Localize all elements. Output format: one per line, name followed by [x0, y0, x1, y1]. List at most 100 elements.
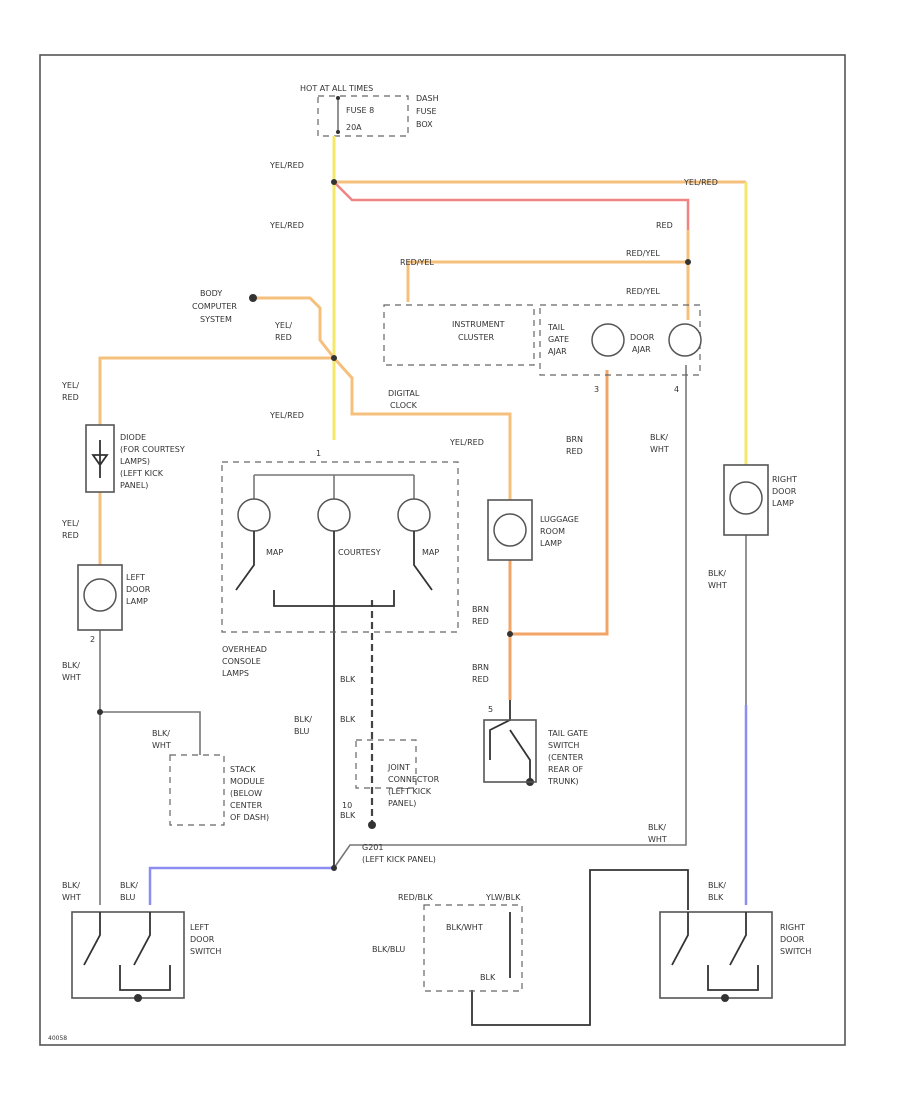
- svg-text:TAIL: TAIL: [547, 323, 565, 332]
- label-yel-red-stack-1b: RED: [275, 333, 292, 342]
- svg-text:SWITCH: SWITCH: [548, 741, 579, 750]
- label-red-yel-1: RED/YEL: [400, 258, 434, 267]
- center-connector-box: RED/BLK YLW/BLK BLK/WHT BLK/BLU BLK: [372, 893, 523, 992]
- svg-text:LUGGAGE: LUGGAGE: [540, 515, 579, 524]
- wire-red: [333, 181, 690, 230]
- svg-text:LEFT: LEFT: [190, 923, 209, 932]
- dash-fuse-box: HOT AT ALL TIMES FUSE 8 20A DASH FUSE BO…: [300, 84, 439, 137]
- label-brn-red-2b: RED: [472, 617, 489, 626]
- label-blk-blu-1a: BLK/: [294, 715, 312, 724]
- courtesy-lamp: [317, 498, 351, 532]
- label-blk-blu-2a: BLK/: [120, 881, 138, 890]
- label-blk-blk-b: BLK: [708, 893, 724, 902]
- label-brn-red-3b: RED: [472, 675, 489, 684]
- wire-body-computer: [253, 296, 336, 359]
- overhead-console-lamps: MAP COURTESY MAP OVERHEAD CONSOLE LAMPS: [221, 461, 459, 678]
- pin-3: 3: [594, 385, 599, 394]
- wire-red-yel: [406, 260, 688, 302]
- label-blk-wht-1b: WHT: [650, 445, 669, 454]
- svg-text:(FOR COURTESY: (FOR COURTESY: [120, 445, 185, 454]
- pin-1: 1: [316, 449, 321, 458]
- svg-text:LAMPS: LAMPS: [222, 669, 249, 678]
- label-brn-red-1a: BRN: [566, 435, 583, 444]
- svg-text:DOOR: DOOR: [126, 585, 151, 594]
- body-computer-system: BODY COMPUTER SYSTEM: [192, 289, 237, 324]
- left-door-switch: LEFT DOOR SWITCH: [71, 911, 221, 1002]
- dash-fuse-box-label-1: DASH: [416, 94, 439, 103]
- svg-text:TRUNK): TRUNK): [547, 777, 579, 786]
- joint-connector: JOINT CONNECTOR (LEFT KICK PANEL): [355, 739, 440, 808]
- wire-left-switch-blu: [148, 866, 334, 905]
- svg-text:SWITCH: SWITCH: [190, 947, 221, 956]
- dash-fuse-box-label-3: BOX: [416, 120, 433, 129]
- label-yel-red-4: YEL/RED: [449, 438, 484, 447]
- door-ajar-lamp: [668, 323, 702, 357]
- figure-id: 40058: [48, 1035, 67, 1042]
- left-door-lamp: LEFT DOOR LAMP: [77, 564, 151, 631]
- fuse-amps-label: 20A: [346, 123, 362, 132]
- label-yel-red-stack-3b: RED: [62, 531, 79, 540]
- svg-text:DOOR: DOOR: [772, 487, 797, 496]
- svg-text:MAP: MAP: [266, 548, 283, 557]
- right-door-switch: RIGHT DOOR SWITCH: [659, 911, 811, 1002]
- svg-text:AJAR: AJAR: [548, 347, 567, 356]
- svg-text:LAMPS): LAMPS): [120, 457, 150, 466]
- svg-text:(LEFT KICK: (LEFT KICK: [120, 469, 164, 478]
- svg-text:REAR OF: REAR OF: [548, 765, 583, 774]
- wire-blk-wht-cluster: [333, 365, 687, 869]
- svg-text:BODY: BODY: [200, 289, 222, 298]
- tail-gate-switch: TAIL GATE SWITCH (CENTER REAR OF TRUNK): [483, 719, 588, 786]
- wire-tail-gate-switch: [489, 700, 531, 780]
- svg-text:SWITCH: SWITCH: [780, 947, 811, 956]
- svg-text:MAP: MAP: [422, 548, 439, 557]
- label-yel-red-stack-2a: YEL/: [61, 381, 79, 390]
- svg-text:GATE: GATE: [548, 335, 569, 344]
- wire-brn-red-cluster: [510, 370, 609, 636]
- map-lamp-right: [397, 498, 431, 532]
- label-brn-red-2a: BRN: [472, 605, 489, 614]
- label-blk-wht-1a: BLK/: [650, 433, 668, 442]
- svg-text:CLOCK: CLOCK: [390, 401, 418, 410]
- label-blk-wht-4b: WHT: [152, 741, 171, 750]
- dash-fuse-box-label-2: FUSE: [416, 107, 437, 116]
- label-blk-3: BLK: [340, 811, 356, 820]
- label-yel-red-3: YEL/RED: [269, 411, 304, 420]
- svg-text:(LEFT KICK: (LEFT KICK: [388, 787, 432, 796]
- svg-text:LAMP: LAMP: [772, 499, 794, 508]
- stack-module: STACK MODULE (BELOW CENTER OF DASH): [169, 754, 269, 826]
- wire-digital-clock: [332, 356, 512, 500]
- svg-text:STACK: STACK: [230, 765, 256, 774]
- label-brn-red-3a: BRN: [472, 663, 489, 672]
- label-yel-red-stack-2b: RED: [62, 393, 79, 402]
- svg-text:CONNECTOR: CONNECTOR: [388, 775, 440, 784]
- svg-text:LAMP: LAMP: [126, 597, 148, 606]
- label-red: RED: [656, 221, 673, 230]
- pin-2: 2: [90, 635, 95, 644]
- svg-text:TAIL GATE: TAIL GATE: [547, 729, 588, 738]
- svg-text:PANEL): PANEL): [120, 481, 148, 490]
- pin-10: 10: [342, 801, 352, 810]
- wire-stack-module: [100, 711, 201, 755]
- svg-text:RIGHT: RIGHT: [772, 475, 797, 484]
- label-blk-wht-3b: WHT: [62, 673, 81, 682]
- svg-text:CLUSTER: CLUSTER: [458, 333, 495, 342]
- instrument-cluster: INSTRUMENT CLUSTER TAIL GATE AJAR DOOR A…: [383, 304, 702, 376]
- svg-text:OF DASH): OF DASH): [230, 813, 269, 822]
- svg-text:DOOR: DOOR: [780, 935, 805, 944]
- label-blk-blu-1b: BLU: [294, 727, 310, 736]
- svg-text:BLK: BLK: [480, 973, 496, 982]
- svg-text:JOINT: JOINT: [387, 763, 410, 772]
- svg-text:OVERHEAD: OVERHEAD: [222, 645, 267, 654]
- label-blk-2: BLK: [340, 715, 356, 724]
- label-blk-wht-6a: BLK/: [62, 881, 80, 890]
- luggage-room-lamp: LUGGAGE ROOM LAMP: [487, 499, 579, 561]
- svg-text:(CENTER: (CENTER: [548, 753, 584, 762]
- svg-text:LEFT: LEFT: [126, 573, 145, 582]
- label-blk-wht-2a: BLK/: [708, 569, 726, 578]
- label-blk-1: BLK: [340, 675, 356, 684]
- label-yel-red-1: YEL/RED: [269, 161, 304, 170]
- pin-4: 4: [674, 385, 679, 394]
- ground-g201: G201 (LEFT KICK PANEL): [362, 843, 436, 864]
- digital-clock: DIGITAL CLOCK: [388, 389, 420, 410]
- svg-text:SYSTEM: SYSTEM: [200, 315, 232, 324]
